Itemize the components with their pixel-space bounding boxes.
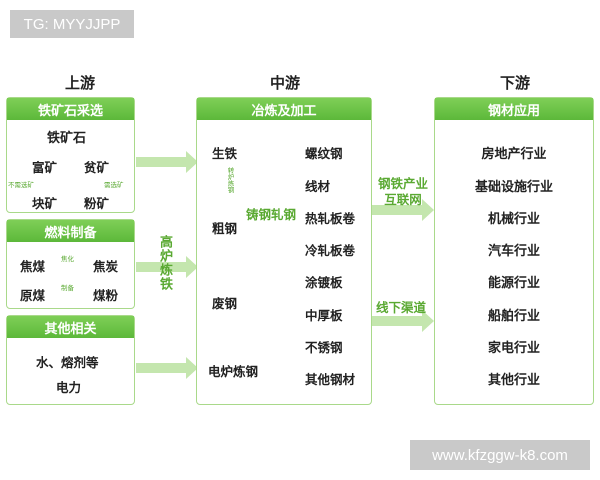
midstream-box: 冶炼及加工	[196, 97, 372, 405]
fuel-box: 燃料制备	[6, 219, 135, 309]
industry-5: 船舶行业	[487, 309, 540, 324]
stage-upstream: 上游	[64, 74, 95, 92]
coke: 焦炭	[93, 259, 119, 274]
industry-2: 机械行业	[487, 212, 540, 227]
industry-3: 汽车行业	[487, 244, 540, 259]
converter-label: 转炉炼钢	[226, 167, 234, 193]
fuel-header: 燃料制备	[7, 220, 134, 242]
ore-root: 铁矿石	[47, 131, 87, 146]
water-flux: 水、熔剂等	[36, 355, 99, 370]
stage-midstream: 中游	[269, 74, 300, 92]
raw-coal: 原煤	[20, 288, 46, 303]
industry-1: 基础设施行业	[474, 180, 553, 195]
midstream-header: 冶炼及加工	[197, 98, 371, 120]
downstream-box: 钢材应用	[434, 97, 594, 405]
channel-internet: 钢铁产业 互联网	[377, 176, 428, 207]
milling-label: 制备	[61, 284, 74, 292]
ore-box: 铁矿石采选	[6, 97, 135, 213]
product-4: 涂镀板	[305, 275, 343, 290]
crude-steel: 粗钢	[212, 221, 238, 236]
other-header: 其他相关	[7, 316, 134, 338]
cast-roll-label: 铸钢轧钢	[246, 207, 297, 222]
coking-coal: 焦煤	[20, 259, 46, 274]
ore-header: 铁矿石采选	[7, 98, 134, 120]
coal-powder: 煤粉	[93, 288, 119, 303]
industry-6: 家电行业	[487, 341, 540, 356]
stage-downstream: 下游	[499, 74, 530, 92]
other-box: 其他相关	[6, 315, 135, 405]
coking-label: 焦化	[61, 255, 74, 263]
lump-ore: 块矿	[32, 196, 58, 211]
channel-offline: 线下渠道	[376, 300, 427, 315]
powder-ore: 粉矿	[84, 196, 110, 211]
rich-ore: 富矿	[32, 160, 58, 175]
scrap-steel: 废钢	[212, 296, 238, 311]
product-3: 冷轧板卷	[305, 243, 356, 258]
industry-0: 房地产行业	[481, 147, 547, 162]
poor-ore: 贫矿	[84, 160, 110, 175]
industry-7: 其他行业	[487, 373, 540, 388]
pig-iron: 生铁	[212, 146, 238, 161]
downstream-header: 钢材应用	[435, 98, 593, 120]
product-7: 其他钢材	[305, 372, 356, 387]
watermark-bottom: www.kfzggw-k8.com	[410, 440, 590, 470]
product-0: 螺纹钢	[305, 146, 343, 161]
industry-4: 能源行业	[487, 276, 540, 291]
product-6: 不锈钢	[305, 340, 343, 355]
watermark-top: TG: MYYJJPP	[10, 10, 134, 38]
product-5: 中厚板	[305, 308, 343, 323]
eaf-steel: 电炉炼钢	[208, 364, 259, 379]
electricity: 电力	[56, 380, 82, 395]
need-dressing-label: 需选矿	[104, 181, 124, 189]
product-2: 热轧板卷	[305, 211, 356, 226]
no-dressing-label: 不需选矿	[8, 181, 34, 189]
product-1: 线材	[305, 179, 331, 194]
blast-furnace-label: 高炉炼铁	[157, 235, 172, 291]
